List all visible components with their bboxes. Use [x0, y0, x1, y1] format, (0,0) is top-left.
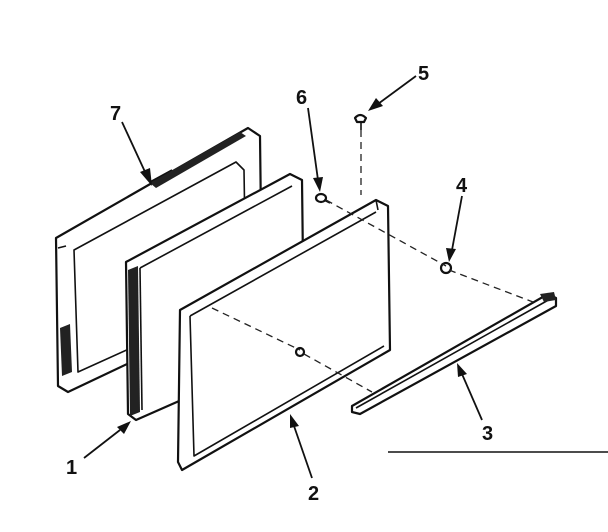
callout-3: 3 — [482, 423, 493, 445]
part-5-screw — [353, 113, 368, 130]
part-2-outer-door-panel — [176, 198, 392, 472]
callout-5: 5 — [418, 63, 429, 85]
part-6-screw — [314, 192, 331, 204]
callout-7: 7 — [110, 103, 121, 125]
leader-4 — [446, 195, 463, 262]
assembly-lines — [211, 130, 534, 393]
leader-5 — [368, 75, 417, 111]
part-3-handle-trim — [350, 292, 558, 416]
callout-6: 6 — [296, 87, 307, 109]
leader-3 — [457, 363, 483, 421]
callout-1: 1 — [66, 457, 77, 479]
callout-2: 2 — [308, 483, 319, 505]
leader-7 — [121, 121, 152, 186]
callout-4: 4 — [456, 175, 468, 197]
part-4-spacer — [439, 261, 453, 275]
door-screw-center — [294, 346, 306, 358]
leader-6 — [307, 107, 323, 192]
leader-2 — [290, 414, 313, 479]
leader-1 — [83, 421, 131, 459]
